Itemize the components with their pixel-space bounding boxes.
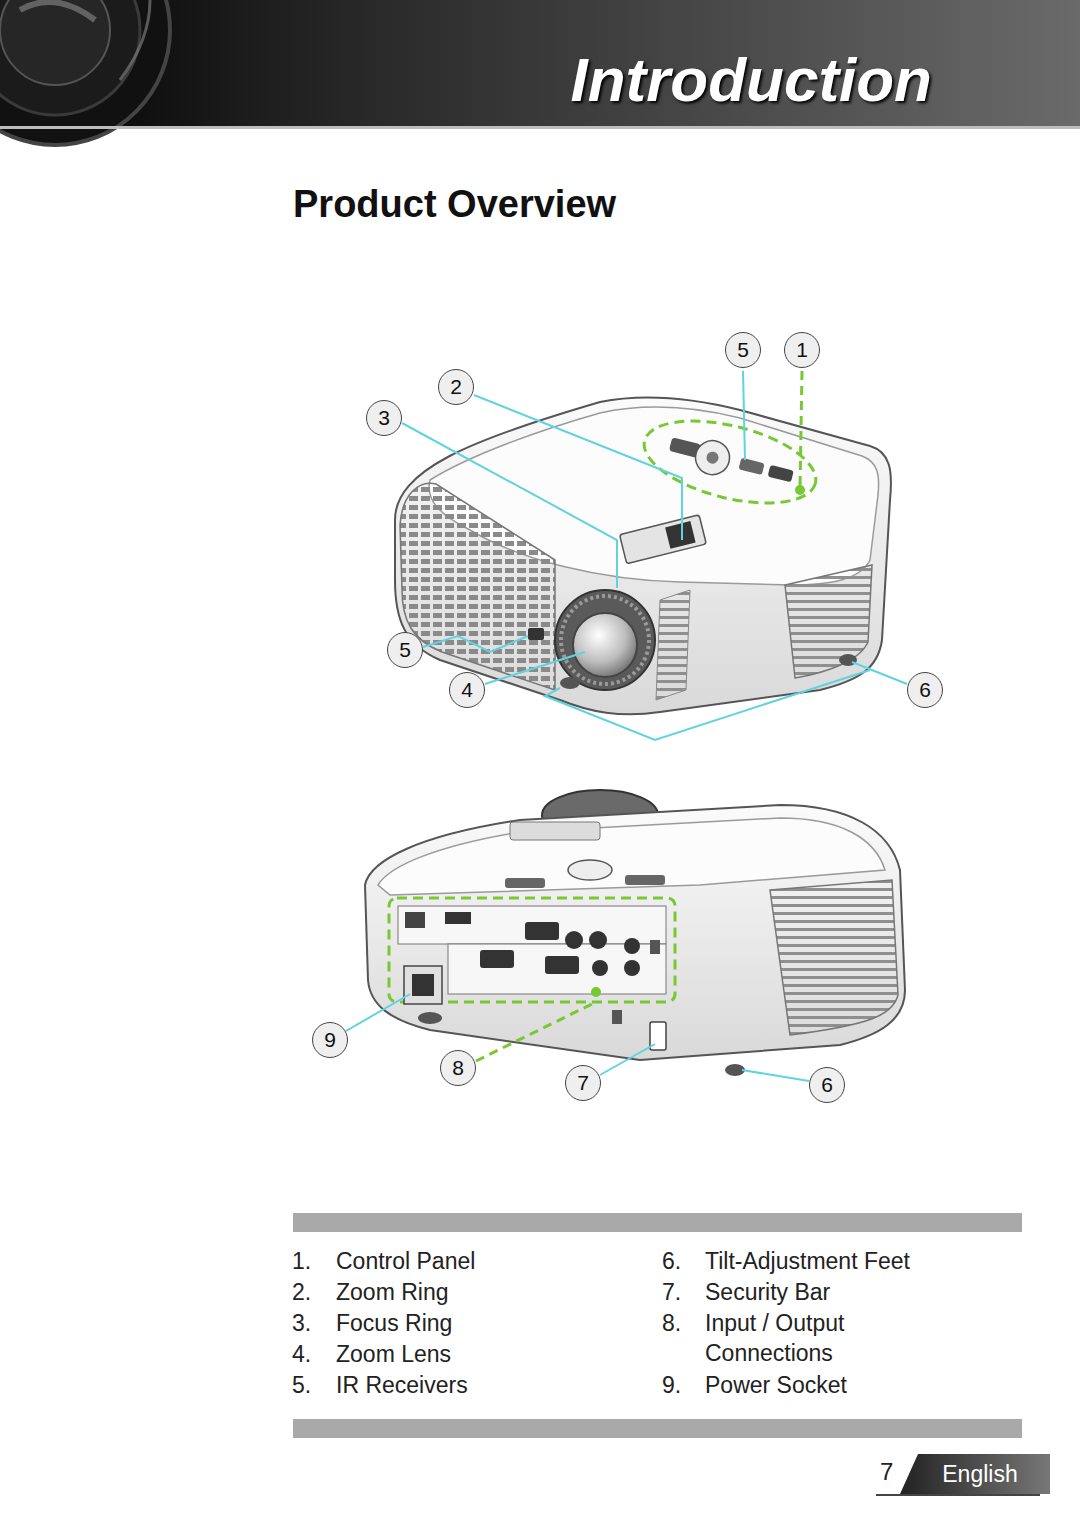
part-name: IR Receivers bbox=[336, 1371, 468, 1401]
language-label: English bbox=[942, 1461, 1017, 1488]
callout-circle: 5 bbox=[387, 632, 423, 668]
leader-dot bbox=[591, 987, 601, 997]
callout-circle: 7 bbox=[565, 1065, 601, 1101]
projector-front-view bbox=[395, 397, 891, 714]
part-name: Power Socket bbox=[705, 1371, 847, 1401]
part-name: Control Panel bbox=[336, 1247, 475, 1277]
item-number: 1. bbox=[292, 1247, 311, 1277]
part-name: Tilt-Adjustment Feet bbox=[705, 1247, 910, 1277]
callout-circle: 8 bbox=[440, 1050, 476, 1086]
leader-dot bbox=[795, 485, 805, 495]
callout-circle: 3 bbox=[366, 400, 402, 436]
page-title: Product Overview bbox=[293, 180, 616, 229]
item-number: 2. bbox=[292, 1278, 311, 1308]
footer-rule bbox=[876, 1494, 1040, 1496]
callout-number: 4 bbox=[461, 678, 473, 702]
projector-rear-view bbox=[365, 790, 905, 1076]
callout-number: 9 bbox=[324, 1028, 336, 1052]
group-leader-lines bbox=[476, 371, 802, 1061]
item-number: 8. bbox=[662, 1309, 681, 1339]
callout-circle: 2 bbox=[438, 369, 474, 405]
leader-lines bbox=[346, 371, 907, 1081]
callout-number: 5 bbox=[737, 338, 749, 362]
callout-circle: 9 bbox=[312, 1022, 348, 1058]
item-number: 7. bbox=[662, 1278, 681, 1308]
part-name: Zoom Lens bbox=[336, 1340, 451, 1370]
item-number: 5. bbox=[292, 1371, 311, 1401]
language-tab: English bbox=[900, 1454, 1050, 1494]
callout-circle: 1 bbox=[784, 332, 820, 368]
callout-circle: 6 bbox=[809, 1067, 845, 1103]
callout-number: 3 bbox=[378, 406, 390, 430]
part-name: Focus Ring bbox=[336, 1309, 452, 1339]
item-number: 3. bbox=[292, 1309, 311, 1339]
callout-number: 7 bbox=[577, 1071, 589, 1095]
item-number: 6. bbox=[662, 1247, 681, 1277]
section-header: Introduction bbox=[570, 40, 932, 121]
callout-circle: 5 bbox=[725, 332, 761, 368]
callout-circle: 4 bbox=[449, 672, 485, 708]
part-name: Input / Output Connections bbox=[705, 1309, 905, 1369]
item-number: 4. bbox=[292, 1340, 311, 1370]
item-number: 9. bbox=[662, 1371, 681, 1401]
page-number: 7 bbox=[880, 1456, 893, 1487]
list-bar bbox=[293, 1419, 1022, 1438]
header-lens bbox=[0, 0, 170, 145]
part-name: Zoom Ring bbox=[336, 1278, 448, 1308]
header-rule bbox=[0, 126, 1080, 129]
callout-number: 8 bbox=[452, 1056, 464, 1080]
callout-number: 6 bbox=[821, 1073, 833, 1097]
callout-number: 5 bbox=[399, 638, 411, 662]
part-name: Security Bar bbox=[705, 1278, 830, 1308]
callout-number: 1 bbox=[796, 338, 808, 362]
list-bar bbox=[293, 1213, 1022, 1232]
callout-circle: 6 bbox=[907, 672, 943, 708]
callout-number: 6 bbox=[919, 678, 931, 702]
callout-number: 2 bbox=[450, 375, 462, 399]
